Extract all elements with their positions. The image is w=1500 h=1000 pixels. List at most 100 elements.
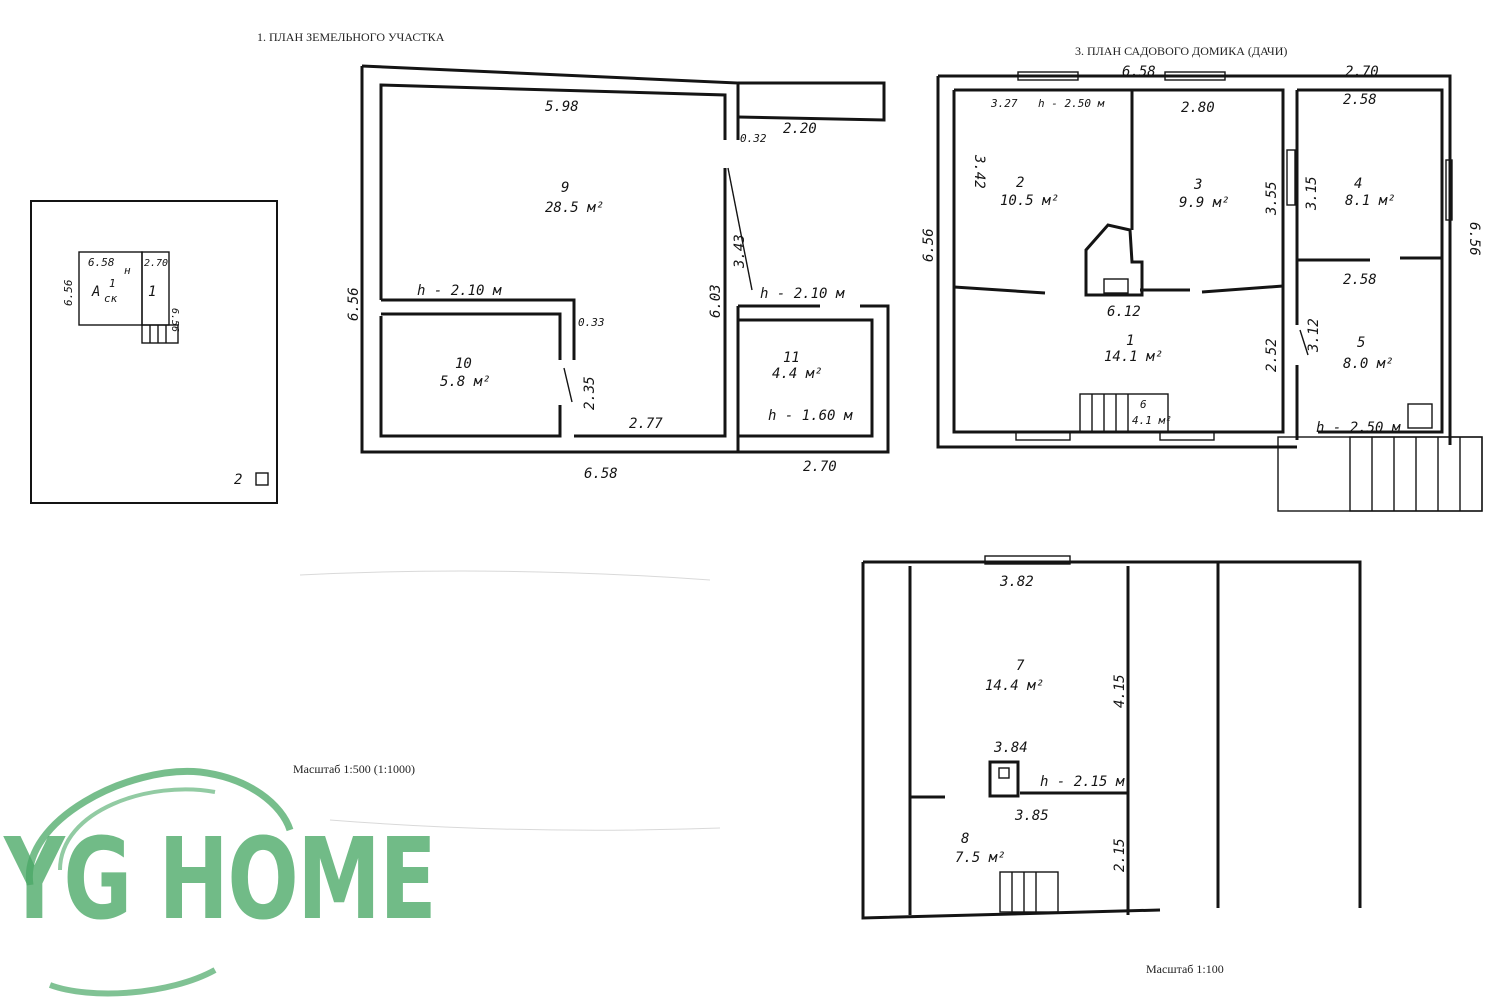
room-number: 4 xyxy=(1354,176,1362,192)
wall xyxy=(936,76,1297,449)
room-area: 4.4 м² xyxy=(772,366,823,382)
window xyxy=(1159,431,1215,441)
room-area: 14.1 м² xyxy=(1104,349,1163,365)
wall xyxy=(738,304,890,454)
yg-home-logo-mark xyxy=(25,767,294,997)
interior-stairs xyxy=(1079,393,1169,433)
attic-plan: 3.82 4.15 3.84 h - 2.15 м 3.85 2.15 7 14… xyxy=(861,555,1362,920)
door-swing xyxy=(563,367,573,403)
site-stairs xyxy=(141,324,179,344)
dim-label: 3.43 xyxy=(732,234,748,269)
room-area: 28.5 м² xyxy=(545,200,604,216)
dim-label: 2.58 xyxy=(1343,92,1377,108)
dim-label: 6.56 xyxy=(921,228,937,262)
wall xyxy=(738,318,874,438)
room-area: 8.0 м² xyxy=(1343,356,1394,372)
site-label-a-sup: н xyxy=(124,264,131,277)
outbuilding-2 xyxy=(255,472,269,486)
dim-label: 3.15 xyxy=(1304,176,1320,211)
wall xyxy=(1201,284,1284,294)
scan-smudge xyxy=(299,570,711,581)
porch xyxy=(1277,436,1483,512)
dim-label: 2.70 xyxy=(1345,64,1379,80)
site-label-a: А xyxy=(91,284,100,300)
dim-label: 2.52 xyxy=(1264,338,1280,372)
wall xyxy=(381,298,576,360)
site-dim: 2.70 xyxy=(144,258,168,269)
site-label-1: 1 xyxy=(148,284,156,300)
stove xyxy=(1084,223,1144,297)
dim-label: 3.27 xyxy=(990,97,1018,110)
site-dim: 6.56 xyxy=(62,279,75,306)
dim-label: 3.84 xyxy=(993,740,1028,756)
dim-label: 2.77 xyxy=(629,416,663,432)
dim-label: 2.20 xyxy=(783,121,817,137)
dim-label: 3.12 xyxy=(1306,318,1322,353)
dim-label: 2.58 xyxy=(1343,272,1377,288)
attic-stairs xyxy=(999,871,1059,913)
dim-label: 6.58 xyxy=(584,466,618,482)
dim-label: 6.03 xyxy=(708,284,724,318)
room-area: 9.9 м² xyxy=(1179,195,1230,211)
window xyxy=(1017,71,1079,81)
dim-label: 6.12 xyxy=(1107,304,1141,320)
room-area: 4.1 м² xyxy=(1132,414,1172,427)
room-number: 10 xyxy=(455,356,472,372)
dim-label: 2.80 xyxy=(1181,100,1215,116)
chimney-flue xyxy=(998,767,1010,779)
wall xyxy=(1297,88,1444,434)
scan-smudge xyxy=(329,819,721,831)
chimney xyxy=(988,760,1020,798)
door-swing xyxy=(1299,329,1309,356)
site-boundary xyxy=(30,200,278,504)
window xyxy=(1164,71,1226,81)
wall xyxy=(360,66,740,454)
dim-label: h - 1.60 м xyxy=(768,408,853,424)
window xyxy=(1286,149,1296,206)
site-scale-label: Масштаб 1:500 (1:1000) xyxy=(293,762,416,776)
dim-label: 6.56 xyxy=(1466,222,1482,256)
wall xyxy=(861,562,1161,920)
dim-label: 2.70 xyxy=(803,459,837,475)
dim-label: 3.85 xyxy=(1014,808,1049,824)
wall xyxy=(574,168,727,438)
ground-floor-plan: 5.98 2.20 0.32 6.56 3.43 6.03 h - 2.10 м… xyxy=(346,64,890,482)
stove-box xyxy=(1103,278,1129,294)
dim-label: 2.35 xyxy=(582,376,598,410)
wall xyxy=(938,74,1452,445)
dim-label: 2.15 xyxy=(1112,838,1128,872)
dim-label: 6.58 xyxy=(1122,64,1156,80)
dim-label: 3.55 xyxy=(1264,181,1280,216)
dim-label: h - 2.50 м xyxy=(1038,97,1105,110)
room-area: 10.5 м² xyxy=(1000,193,1059,209)
window xyxy=(1445,159,1453,221)
house-plan: 6.58 2.70 3.27 h - 2.50 м 2.80 2.58 6.56… xyxy=(921,64,1483,512)
room-number: 5 xyxy=(1357,335,1365,351)
door-swing xyxy=(727,167,753,291)
room-number: 1 xyxy=(1126,333,1134,349)
dim-label: 0.32 xyxy=(740,132,767,145)
land-plot-heading: 1. ПЛАН ЗЕМЕЛЬНОГО УЧАСТКА xyxy=(257,30,445,44)
house-plan-heading: 3. ПЛАН САДОВОГО ДОМИКА (ДАЧИ) xyxy=(1075,44,1288,58)
dim-label: h - 2.50 м xyxy=(1316,420,1401,436)
wall xyxy=(863,560,1362,908)
dim-label: 5.98 xyxy=(545,99,579,115)
dim-label: 3.42 xyxy=(971,154,987,189)
room-area: 14.4 м² xyxy=(985,678,1044,694)
room-number: 2 xyxy=(1016,175,1024,191)
site-label-2: 2 xyxy=(234,472,242,488)
dim-label: 4.15 xyxy=(1112,674,1128,708)
room-number: 9 xyxy=(561,180,569,196)
cooktop xyxy=(1407,403,1433,429)
room-number: 11 xyxy=(783,350,800,366)
dim-label: 3.82 xyxy=(999,574,1034,590)
dim-label: 0.33 xyxy=(578,316,605,329)
dim-label: h - 2.10 м xyxy=(760,286,845,302)
site-label-a-den: ск xyxy=(104,292,118,305)
wall xyxy=(737,81,886,122)
house-scale-label: Масштаб 1:100 xyxy=(1146,962,1224,976)
room-number: 7 xyxy=(1016,658,1025,674)
room-number: 6 xyxy=(1140,398,1147,411)
room-number: 3 xyxy=(1193,177,1202,193)
